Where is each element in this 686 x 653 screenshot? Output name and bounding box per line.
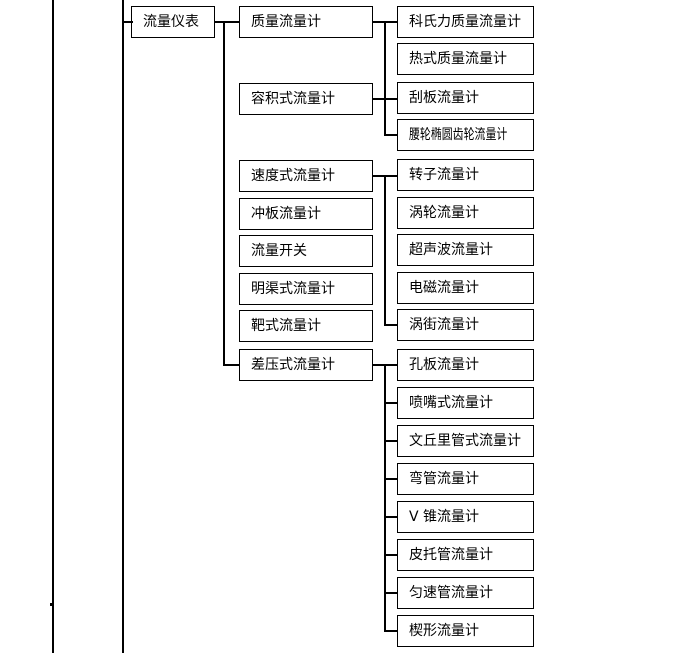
connector-velocity-child-stub-5 bbox=[384, 324, 398, 326]
node-label: 速度式流量计 bbox=[251, 168, 335, 184]
node-label: 涡轮流量计 bbox=[409, 205, 479, 221]
node-orifice-flowmeter[interactable]: 孔板流量计 bbox=[397, 349, 534, 381]
connector-dp-child-stub-1 bbox=[384, 364, 398, 366]
node-label: 文丘里管式流量计 bbox=[409, 433, 521, 449]
node-label: 差压式流量计 bbox=[251, 357, 335, 373]
node-label: 靶式流量计 bbox=[251, 318, 321, 334]
connector-volumetric-child-stub-2 bbox=[384, 134, 398, 136]
node-label: 科氏力质量流量计 bbox=[409, 14, 521, 30]
connector-dp-child-stub-7 bbox=[384, 592, 398, 594]
node-coriolis-mass-flowmeter[interactable]: 科氏力质量流量计 bbox=[397, 6, 534, 38]
node-venturi-flowmeter[interactable]: 文丘里管式流量计 bbox=[397, 425, 534, 457]
node-label: 喷嘴式流量计 bbox=[409, 395, 493, 411]
node-nozzle-flowmeter[interactable]: 喷嘴式流量计 bbox=[397, 387, 534, 419]
node-v-cone-flowmeter[interactable]: V 锥流量计 bbox=[397, 501, 534, 533]
node-wedge-flowmeter[interactable]: 楔形流量计 bbox=[397, 615, 534, 647]
node-thermal-mass-flowmeter[interactable]: 热式质量流量计 bbox=[397, 43, 534, 75]
node-label: 容积式流量计 bbox=[251, 91, 335, 107]
connector-dp-child-stub-6 bbox=[384, 554, 398, 556]
node-roots-oval-gear-flowmeter[interactable]: 腰轮椭圆齿轮流量计 bbox=[397, 119, 534, 151]
node-label: 流量仪表 bbox=[143, 14, 199, 30]
node-label: V 锥流量计 bbox=[409, 509, 480, 525]
node-turbine-flowmeter[interactable]: 涡轮流量计 bbox=[397, 197, 534, 229]
node-label: 涡街流量计 bbox=[409, 317, 479, 333]
node-label: 转子流量计 bbox=[409, 167, 479, 183]
connector-volumetric-stub bbox=[373, 98, 386, 100]
node-label: 质量流量计 bbox=[251, 14, 321, 30]
node-mass-flowmeter[interactable]: 质量流量计 bbox=[239, 6, 373, 38]
node-volumetric-flowmeter[interactable]: 容积式流量计 bbox=[239, 83, 373, 115]
connector-velocity-spine bbox=[384, 175, 386, 326]
node-label: 热式质量流量计 bbox=[409, 51, 507, 67]
connector-dp-stub bbox=[373, 364, 386, 366]
connector-dp-child-stub-3 bbox=[384, 440, 398, 442]
connector-mass-child-stub-1 bbox=[384, 21, 398, 23]
node-label: 皮托管流量计 bbox=[409, 547, 493, 563]
connector-root-stub bbox=[214, 21, 225, 23]
connector-level2-stub-last bbox=[223, 364, 240, 366]
connector-velocity-child-stub-1 bbox=[384, 175, 398, 177]
node-averaging-pitot-flowmeter[interactable]: 匀速管流量计 bbox=[397, 577, 534, 609]
node-label: 腰轮椭圆齿轮流量计 bbox=[409, 127, 508, 143]
connector-dp-child-stub-4 bbox=[384, 478, 398, 480]
node-target-flowmeter[interactable]: 靶式流量计 bbox=[239, 310, 373, 342]
node-label: 孔板流量计 bbox=[409, 357, 479, 373]
page-rail-inner bbox=[122, 0, 124, 653]
node-label: 刮板流量计 bbox=[409, 90, 479, 106]
connector-volumetric-child-stub-1 bbox=[384, 98, 398, 100]
page-rail-outer bbox=[52, 0, 54, 653]
node-scraper-flowmeter[interactable]: 刮板流量计 bbox=[397, 82, 534, 114]
connector-rail-to-root bbox=[122, 21, 133, 23]
node-impact-plate-flowmeter[interactable]: 冲板流量计 bbox=[239, 198, 373, 230]
node-root-flow-instrument[interactable]: 流量仪表 bbox=[131, 6, 215, 38]
node-ultrasonic-flowmeter[interactable]: 超声波流量计 bbox=[397, 234, 534, 266]
node-differential-pressure-flowmeter[interactable]: 差压式流量计 bbox=[239, 349, 373, 381]
node-pitot-tube-flowmeter[interactable]: 皮托管流量计 bbox=[397, 539, 534, 571]
node-label: 流量开关 bbox=[251, 243, 307, 259]
node-label: 明渠式流量计 bbox=[251, 281, 335, 297]
node-label: 楔形流量计 bbox=[409, 623, 479, 639]
connector-dp-child-stub-8 bbox=[384, 630, 398, 632]
connector-level2-spine bbox=[223, 21, 225, 366]
connector-dp-spine bbox=[384, 364, 386, 632]
node-electromagnetic-flowmeter[interactable]: 电磁流量计 bbox=[397, 272, 534, 304]
connector-mass-stub bbox=[373, 21, 386, 23]
connector-level2-stub-first bbox=[223, 21, 240, 23]
node-label: 弯管流量计 bbox=[409, 471, 479, 487]
node-elbow-flowmeter[interactable]: 弯管流量计 bbox=[397, 463, 534, 495]
node-label: 匀速管流量计 bbox=[409, 585, 493, 601]
node-open-channel-flowmeter[interactable]: 明渠式流量计 bbox=[239, 273, 373, 305]
node-label: 电磁流量计 bbox=[409, 280, 479, 296]
connector-velocity-stub bbox=[373, 175, 386, 177]
node-flow-switch[interactable]: 流量开关 bbox=[239, 235, 373, 267]
node-label: 冲板流量计 bbox=[251, 206, 321, 222]
connector-dp-child-stub-2 bbox=[384, 402, 398, 404]
connector-mass-spine bbox=[384, 21, 386, 136]
node-velocity-flowmeter[interactable]: 速度式流量计 bbox=[239, 160, 373, 192]
node-label: 超声波流量计 bbox=[409, 242, 493, 258]
connector-dp-child-stub-5 bbox=[384, 516, 398, 518]
node-rotameter[interactable]: 转子流量计 bbox=[397, 159, 534, 191]
connector-volumetric-spine bbox=[384, 98, 386, 136]
node-vortex-flowmeter[interactable]: 涡街流量计 bbox=[397, 309, 534, 341]
page-rail-tick bbox=[50, 603, 54, 606]
